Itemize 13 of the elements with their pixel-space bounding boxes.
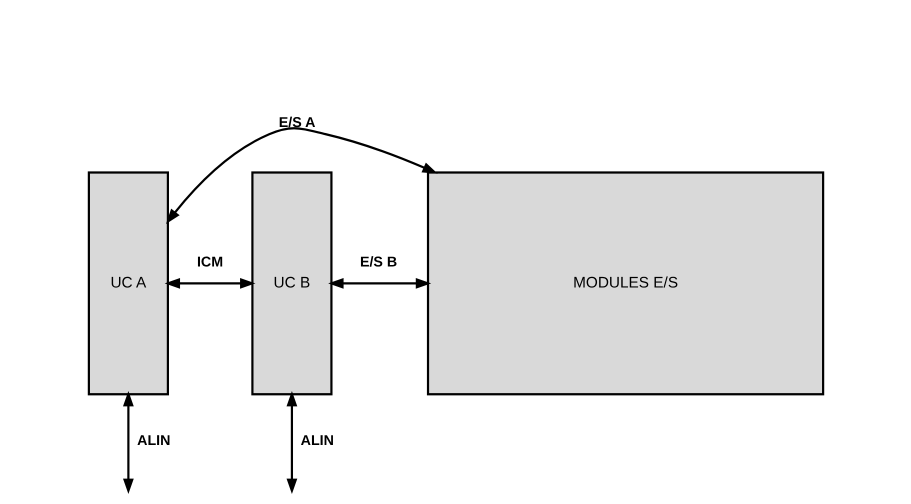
arrow bbox=[122, 390, 134, 494]
arrow bbox=[164, 278, 255, 288]
node-box: UC A bbox=[87, 170, 168, 395]
edge-label: E/S A bbox=[278, 114, 315, 130]
edge-label: ALIN bbox=[300, 432, 334, 449]
edge-label: ALIN bbox=[136, 432, 170, 449]
node-box: UC B bbox=[250, 170, 332, 395]
arrow bbox=[286, 390, 297, 494]
edge-label: E/S B bbox=[359, 254, 397, 270]
node-box: MODULES E/S bbox=[426, 170, 824, 395]
edge-label: ICM bbox=[196, 254, 223, 270]
arrow bbox=[328, 278, 431, 288]
arrow bbox=[165, 126, 438, 224]
